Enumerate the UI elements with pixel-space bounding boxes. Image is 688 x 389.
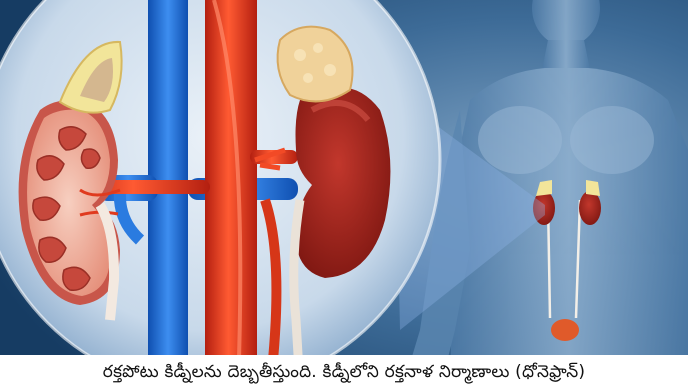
subtitle-text: రక్తపోటు కిడ్నీలను దెబ్బతీస్తుంది. కిడ్న… <box>103 362 585 382</box>
subtitle-bar: రక్తపోటు కిడ్నీలను దెబ్బతీస్తుంది. కిడ్న… <box>0 355 688 389</box>
